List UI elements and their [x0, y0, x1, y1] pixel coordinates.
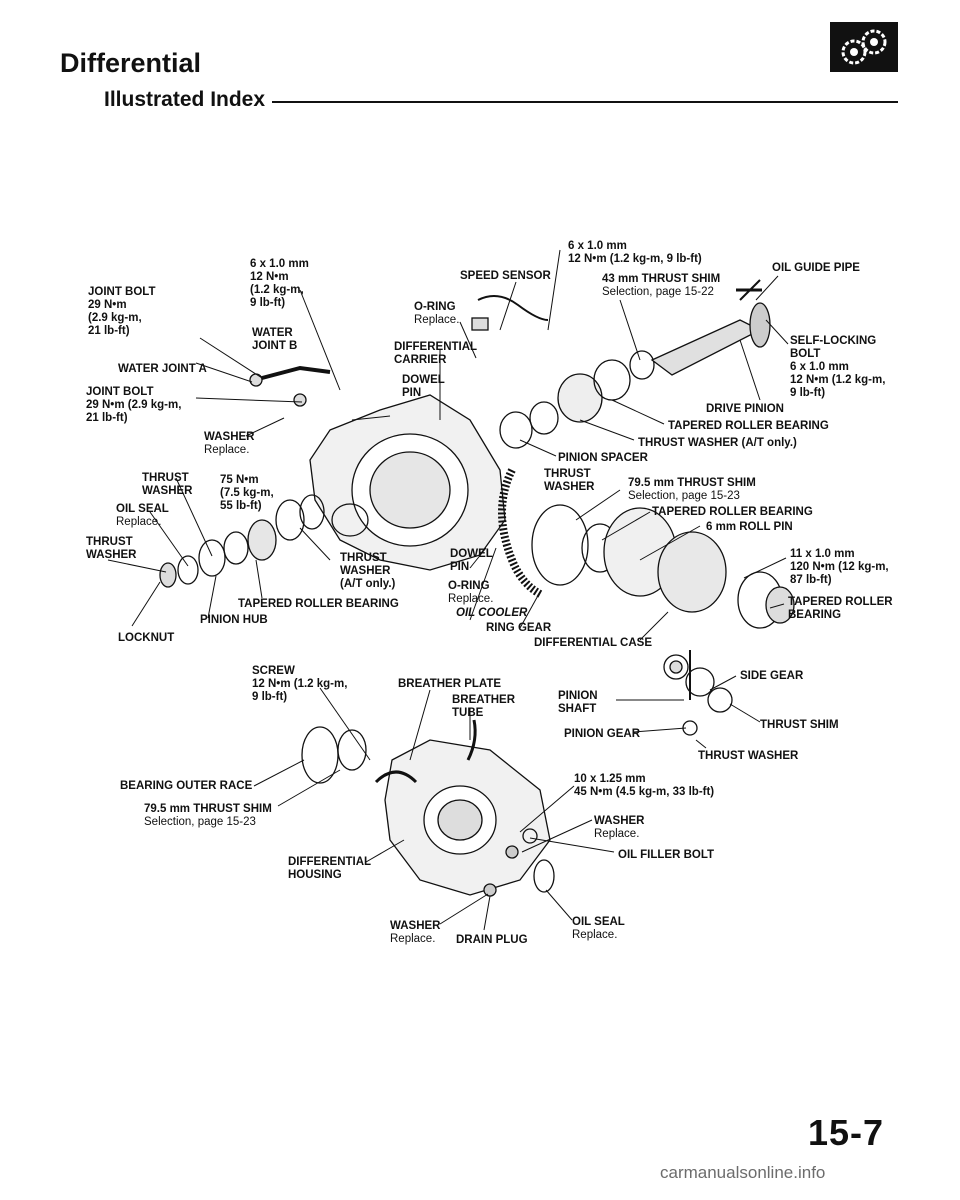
label-thrust-washer-at: THRUST WASHER (A/T only.): [340, 552, 396, 590]
label-o-ring-mid: O-RING: [448, 580, 490, 592]
label-screw-bottom: SCREW 12 N•m (1.2 kg-m, 9 lb-ft): [252, 665, 348, 703]
label-side-gear: SIDE GEAR: [740, 670, 804, 682]
label-tapered-roller-mid: TAPERED ROLLER BEARING: [652, 506, 813, 518]
label-washer-right: WASHER: [594, 815, 645, 827]
pinion-gears: [663, 650, 733, 736]
label-oil-seal-bottom-replace: Replace.: [572, 929, 618, 941]
label-thrust-washer-mid: THRUST WASHER: [544, 468, 595, 493]
header-rule: [272, 101, 898, 103]
label-dowel-pin-mid: DOWEL PIN: [450, 548, 493, 573]
differential-gears-icon: [830, 22, 898, 72]
label-pinion-shaft: PINION SHAFT: [558, 690, 598, 715]
label-thrust-washer-left: THRUST WASHER: [86, 536, 137, 561]
label-water-joint-a: WATER JOINT A: [118, 363, 207, 375]
label-torque-75: 75 N•m (7.5 kg-m, 55 lb-ft): [220, 474, 274, 512]
page-title: Differential: [60, 48, 202, 78]
label-bearing-outer-race: BEARING OUTER RACE: [120, 780, 253, 792]
watermark: carmanualsonline.info: [660, 1163, 826, 1182]
label-thrust-washer-at-top: THRUST WASHER (A/T only.): [638, 437, 797, 449]
label-screw-6x1-top: 6 x 1.0 mm 12 N•m (1.2 kg-m, 9 lb-ft): [568, 240, 702, 265]
label-water-joint-b: WATER JOINT B: [252, 327, 298, 352]
label-oil-seal-left: OIL SEAL: [116, 503, 169, 515]
pinion-hub-stack: [159, 494, 325, 588]
label-screw-6x1-left: 6 x 1.0 mm 12 N•m (1.2 kg-m, 9 lb-ft): [250, 258, 309, 309]
label-pinion-hub: PINION HUB: [200, 614, 268, 626]
label-joint-bolt-mid: JOINT BOLT 29 N•m (2.9 kg-m, 21 lb-ft): [86, 386, 182, 424]
label-thrust-shim-79-top: 79.5 mm THRUST SHIM: [628, 477, 756, 489]
label-breather-tube: BREATHER TUBE: [452, 694, 516, 719]
label-thrust-shim-43: 43 mm THRUST SHIM: [602, 273, 721, 285]
label-oil-seal-left-replace: Replace.: [116, 516, 162, 528]
leader-lines: [107, 249, 789, 931]
label-pinion-spacer: PINION SPACER: [558, 452, 648, 464]
label-self-locking-bolt: SELF-LOCKING BOLT: [790, 335, 877, 360]
drive-pinion-stack: [499, 279, 771, 449]
label-breather-plate: BREATHER PLATE: [398, 678, 502, 690]
label-drive-pinion: DRIVE PINION: [706, 403, 784, 415]
label-tapered-roller-left: TAPERED ROLLER BEARING: [238, 598, 399, 610]
label-differential-housing: DIFFERENTIAL HOUSING: [288, 856, 372, 881]
differential-housing-shape: [301, 719, 555, 897]
label-differential-carrier: DIFFERENTIAL CARRIER: [394, 341, 478, 366]
label-pinion-gear: PINION GEAR: [564, 728, 641, 740]
label-ring-gear: RING GEAR: [486, 622, 552, 634]
label-oil-seal-bottom: OIL SEAL: [572, 916, 625, 928]
ring-gear-shape: [498, 468, 544, 599]
label-thrust-shim-right: THRUST SHIM: [760, 719, 839, 731]
label-thrust-washer-top: THRUST WASHER: [142, 472, 193, 497]
label-washer-bottom: WASHER: [390, 920, 441, 932]
label-washer-right-replace: Replace.: [594, 828, 640, 840]
label-dowel-pin-top: DOWEL PIN: [402, 374, 445, 399]
label-thrust-shim-79-top-note: Selection, page 15-23: [628, 490, 740, 502]
label-tapered-roller-right: TAPERED ROLLER BEARING: [788, 596, 893, 621]
label-oil-cooler: OIL COOLER: [456, 607, 528, 619]
differential-case-shape: [531, 504, 795, 629]
label-thrust-shim-79-bottom-note: Selection, page 15-23: [144, 816, 256, 828]
label-oil-filler-bolt: OIL FILLER BOLT: [618, 849, 715, 861]
label-differential-case: DIFFERENTIAL CASE: [534, 637, 652, 649]
label-bolt-10x125: 10 x 1.25 mm 45 N•m (4.5 kg-m, 33 lb-ft): [574, 773, 715, 798]
label-screw-11x1: 11 x 1.0 mm 120 N•m (12 kg-m, 87 lb-ft): [790, 548, 889, 586]
speed-sensor-shape: [477, 295, 549, 321]
label-o-ring-mid-replace: Replace.: [448, 593, 494, 605]
label-washer-left-replace: Replace.: [204, 444, 250, 456]
label-oil-guide-pipe: OIL GUIDE PIPE: [772, 262, 860, 274]
label-thrust-washer-bottom: THRUST WASHER: [698, 750, 799, 762]
label-speed-sensor: SPEED SENSOR: [460, 270, 551, 282]
label-tapered-roller-top: TAPERED ROLLER BEARING: [668, 420, 829, 432]
label-thrust-shim-79-bottom: 79.5 mm THRUST SHIM: [144, 803, 272, 815]
label-roll-pin: 6 mm ROLL PIN: [706, 521, 793, 533]
label-joint-bolt-top: JOINT BOLT 29 N•m (2.9 kg-m, 21 lb-ft): [88, 286, 156, 337]
label-self-locking-torque: 6 x 1.0 mm 12 N•m (1.2 kg-m, 9 lb-ft): [790, 361, 886, 399]
label-drain-plug: DRAIN PLUG: [456, 934, 528, 946]
page-number: 15-7: [808, 1112, 885, 1153]
label-o-ring-top-replace: Replace.: [414, 314, 460, 326]
label-o-ring-top: O-RING: [414, 301, 456, 313]
label-thrust-shim-43-note: Selection, page 15-22: [602, 286, 714, 298]
label-washer-bottom-replace: Replace.: [390, 933, 436, 945]
label-washer-left: WASHER: [204, 431, 255, 443]
label-locknut: LOCKNUT: [118, 632, 175, 644]
water-joint-pipe: [261, 365, 331, 380]
page-subtitle: Illustrated Index: [104, 88, 266, 111]
